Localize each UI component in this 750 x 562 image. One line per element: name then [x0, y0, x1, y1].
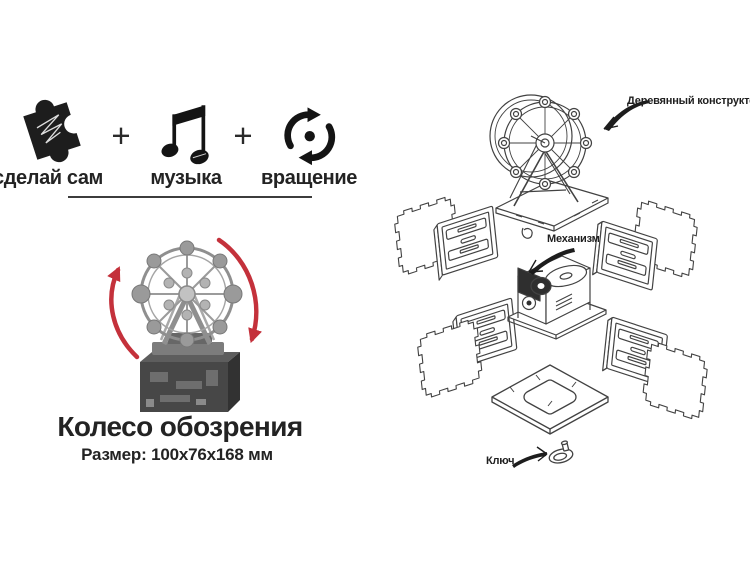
mechanism-drawing	[507, 255, 607, 340]
product-title: Колесо обозрения	[57, 411, 303, 442]
gondolas	[131, 240, 243, 348]
rotation-icon	[284, 107, 336, 166]
plus-sign: +	[111, 117, 131, 154]
divider-line	[68, 196, 312, 198]
constructor-label: Деревянный конструктор	[627, 95, 750, 107]
plus-sign: +	[233, 117, 253, 154]
music-icon	[161, 105, 209, 165]
mechanism-arrow	[529, 248, 575, 275]
constructor-drawing	[489, 94, 609, 239]
product-photo	[107, 237, 262, 412]
constructor-arrow	[604, 100, 650, 131]
key-label: Ключ	[486, 455, 515, 467]
feature-label-rotation: вращение	[261, 167, 357, 189]
panel-jagged-lower-right	[641, 339, 709, 423]
key-drawing	[548, 440, 574, 464]
annotation-arrows	[512, 100, 650, 468]
product-size: Размер: 100x76x168 мм	[81, 445, 273, 464]
gondolas-lineart	[497, 95, 593, 191]
feature-label-diy: сделай сам	[0, 167, 103, 189]
feature-label-music: музыка	[150, 167, 222, 189]
puzzle-icon	[23, 99, 81, 163]
key-arrow	[512, 452, 547, 468]
circuit-pattern	[146, 370, 218, 407]
base-panel	[491, 364, 609, 435]
rotation-arrows	[107, 237, 262, 360]
panel-jagged-lower-left	[416, 317, 484, 401]
mechanism-label: Механизм	[547, 233, 600, 245]
